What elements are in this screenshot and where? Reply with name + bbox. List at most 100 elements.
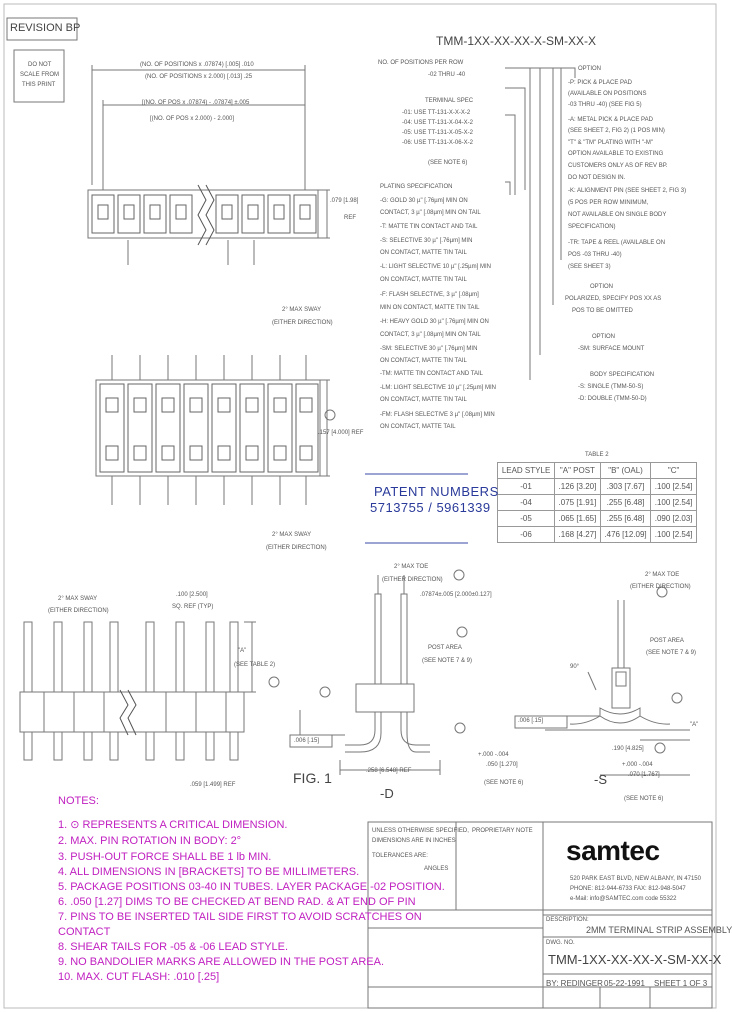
table-cell: .090 [2.03] <box>650 510 697 527</box>
side-sway-b: (EITHER DIRECTION) <box>48 608 109 614</box>
tb-by: BY: REDINGER <box>546 979 603 988</box>
dim-height-2: .157 [4.000] REF <box>318 430 364 436</box>
sway-label-1b: (EITHER DIRECTION) <box>272 320 333 326</box>
plating-spec-label: PLATING SPECIFICATION <box>380 184 453 190</box>
fig1-d-view <box>289 575 441 775</box>
tb-dwg-label: DWG. NO. <box>546 940 575 946</box>
notes-title: NOTES: <box>58 795 99 807</box>
tb-unless-2: DIMENSIONS ARE IN INCHES <box>372 838 456 844</box>
table-cell: .255 [6.48] <box>599 510 652 527</box>
figs-a: "A" <box>690 722 699 728</box>
table-cell: .075 [1.91] <box>554 494 601 511</box>
dim-height-1: .079 [1.98] <box>330 198 359 204</box>
fig1-c-note: (SEE NOTE 6) <box>484 780 524 786</box>
note-7: 7. PINS TO BE INSERTED TAIL SIDE FIRST T… <box>58 911 422 923</box>
option-item-5: (SEE SHEET 2, FIG 2) (1 POS MIN) <box>568 128 665 134</box>
table-row: -05 .065 [1.65] .255 [6.48] .090 [2.03] <box>496 510 697 527</box>
side-view <box>19 621 256 761</box>
option-item-7: OPTION AVAILABLE TO EXISTING <box>568 151 664 157</box>
scale-note-line-3: THIS PRINT <box>22 82 56 88</box>
tb-tol: TOLERANCES ARE: <box>372 853 428 859</box>
table-header-cell: LEAD STYLE <box>496 462 556 479</box>
lead-style-table: LEAD STYLE "A" POST "B" (OAL) "C" -01 .1… <box>496 462 697 543</box>
terminal-item-4: -06: USE TT-131-X-06-X-2 <box>402 140 473 146</box>
scale-note-line-2: SCALE FROM <box>20 72 60 78</box>
table-cell: .303 [7.67] <box>599 478 652 495</box>
fig1-toe: 2° MAX TOE <box>394 564 429 570</box>
plating-item-10: -H: HEAVY GOLD 30 µ" [.76µm] MIN ON <box>380 319 489 325</box>
plating-item-4: -S: SELECTIVE 30 µ" [.76µm] MIN <box>380 238 473 244</box>
side-pitch-b: SQ. REF (TYP) <box>172 604 214 610</box>
note-1: 1. ⊙ REPRESENTS A CRITICAL DIMENSION. <box>58 819 288 831</box>
table-header-cell: "C" <box>650 462 697 479</box>
plating-item-2: CONTACT, 3 µ" [.08µm] MIN ON TAIL <box>380 210 481 216</box>
table-cell: -05 <box>496 510 556 527</box>
sway-label-2: 2° MAX SWAY <box>272 532 312 538</box>
option-item-14: -TR: TAPE & REEL (AVAILABLE ON <box>568 240 666 246</box>
fig-s-view <box>514 600 690 776</box>
figs-ref: .190 [4.825] <box>612 746 644 752</box>
plating-item-5: ON CONTACT, MATTE TIN TAIL <box>380 250 467 256</box>
option-item-19: POS TO BE OMITTED <box>572 308 633 314</box>
table-cell: .255 [6.48] <box>599 494 652 511</box>
plating-item-14: -TM: MATTE TIN CONTACT AND TAIL <box>380 371 484 377</box>
tb-unless: UNLESS OTHERWISE SPECIFIED, <box>372 828 469 834</box>
table-cell: .100 [2.54] <box>650 494 697 511</box>
option-item-22: BODY SPECIFICATION <box>590 372 655 378</box>
figs-angle: 90° <box>570 664 580 670</box>
note-4: 4. ALL DIMENSIONS IN [BRACKETS] TO BE MI… <box>58 866 360 878</box>
option-item-8: CUSTOMERS ONLY AS OF REV BP. <box>568 163 668 169</box>
plating-item-8: -F: FLASH SELECTIVE, 3 µ" [.08µm] <box>380 292 479 298</box>
option-item-18: POLARIZED, SPECIFY POS XX AS <box>565 296 662 302</box>
note-10: 10. MAX. CUT FLASH: .010 [.25] <box>58 971 220 983</box>
note-8: 8. SHEAR TAILS FOR -05 & -06 LEAD STYLE. <box>58 941 289 953</box>
tb-description: 2MM TERMINAL STRIP ASSEMBLY <box>586 925 732 935</box>
sway-label-2b: (EITHER DIRECTION) <box>266 545 327 551</box>
figs-flat: .006 [.15] <box>518 718 544 724</box>
fig1-c: .050 [1.270] <box>486 762 518 768</box>
option-item-6: "T" & "TM" PLATING WITH "-M" <box>568 140 653 146</box>
positions-label: NO. OF POSITIONS PER ROW <box>378 60 464 66</box>
option-item-16: (SEE SHEET 3) <box>568 264 611 270</box>
option-item-2: (AVAILABLE ON POSITIONS <box>568 91 647 97</box>
table-row: -06 .168 [4.27] .476 [12.09] .100 [2.54] <box>496 526 697 543</box>
fig1-post-note: (SEE NOTE 7 & 9) <box>422 658 473 664</box>
tb-sheet: SHEET 1 OF 3 <box>654 979 708 988</box>
plating-item-18: ON CONTACT, MATTE TAIL <box>380 424 456 430</box>
option-item-21: -SM: SURFACE MOUNT <box>578 346 645 352</box>
top-view-single-row <box>87 65 330 265</box>
figs-toe: 2° MAX TOE <box>645 572 680 578</box>
revision-label: REVISION BP <box>10 22 81 34</box>
table-cell: .100 [2.54] <box>650 526 697 543</box>
option-item-17: OPTION <box>590 284 614 290</box>
note-6: 6. .050 [1.27] DIMS TO BE CHECKED AT BEN… <box>58 896 416 908</box>
table-title: TABLE 2 <box>585 452 609 458</box>
tb-addr-2: PHONE: 812-944-6733 FAX: 812-948-5047 <box>570 886 686 892</box>
figs-toe-b: (EITHER DIRECTION) <box>630 584 691 590</box>
plating-item-3: -T: MATTE TIN CONTACT AND TAIL <box>380 224 478 230</box>
fig1-toe-b: (EITHER DIRECTION) <box>382 577 443 583</box>
table-row: -01 .126 [3.20] .303 [7.67] .100 [2.54] <box>496 478 697 495</box>
terminal-spec-label: TERMINAL SPEC <box>425 98 474 104</box>
figs-view-label: -S <box>594 772 607 787</box>
terminal-item-1: -01: USE TT-131-X-X-X-2 <box>402 110 471 116</box>
tb-angles: ANGLES <box>424 866 449 872</box>
fig1-pitch: .07874±.005 [2.000±0.127] <box>420 592 492 598</box>
plating-item-1: -G: GOLD 30 µ" [.76µm] MIN ON <box>380 198 468 204</box>
tb-proprietary: PROPRIETARY NOTE <box>472 828 533 834</box>
company-logo: SAMTEC <box>566 835 660 866</box>
dim-pitch-inch: [(NO. OF POS x .07874) - .07874] ±.005 <box>142 100 250 106</box>
note-5: 5. PACKAGE POSITIONS 03-40 IN TUBES. LAY… <box>58 881 445 893</box>
option-item-23: -S: SINGLE (TMM-50-S) <box>578 384 644 390</box>
option-item-12: NOT AVAILABLE ON SINGLE BODY <box>568 212 667 218</box>
figs-post: POST AREA <box>650 638 684 644</box>
terminal-item-2: -04: USE TT-131-X-04-X-2 <box>402 120 473 126</box>
note-9: 9. NO BANDOLIER MARKS ARE ALLOWED IN THE… <box>58 956 385 968</box>
option-item-11: (5 POS PER ROW MINIMUM, <box>568 200 649 206</box>
plating-item-7: ON CONTACT, MATTE TIN TAIL <box>380 277 467 283</box>
plating-item-13: ON CONTACT, MATTE TIN TAIL <box>380 358 467 364</box>
table-cell: .126 [3.20] <box>554 478 601 495</box>
fig1-c-tol: +.000 -.004 <box>478 752 509 758</box>
terminal-item-3: -05: USE TT-131-X-05-X-2 <box>402 130 473 136</box>
